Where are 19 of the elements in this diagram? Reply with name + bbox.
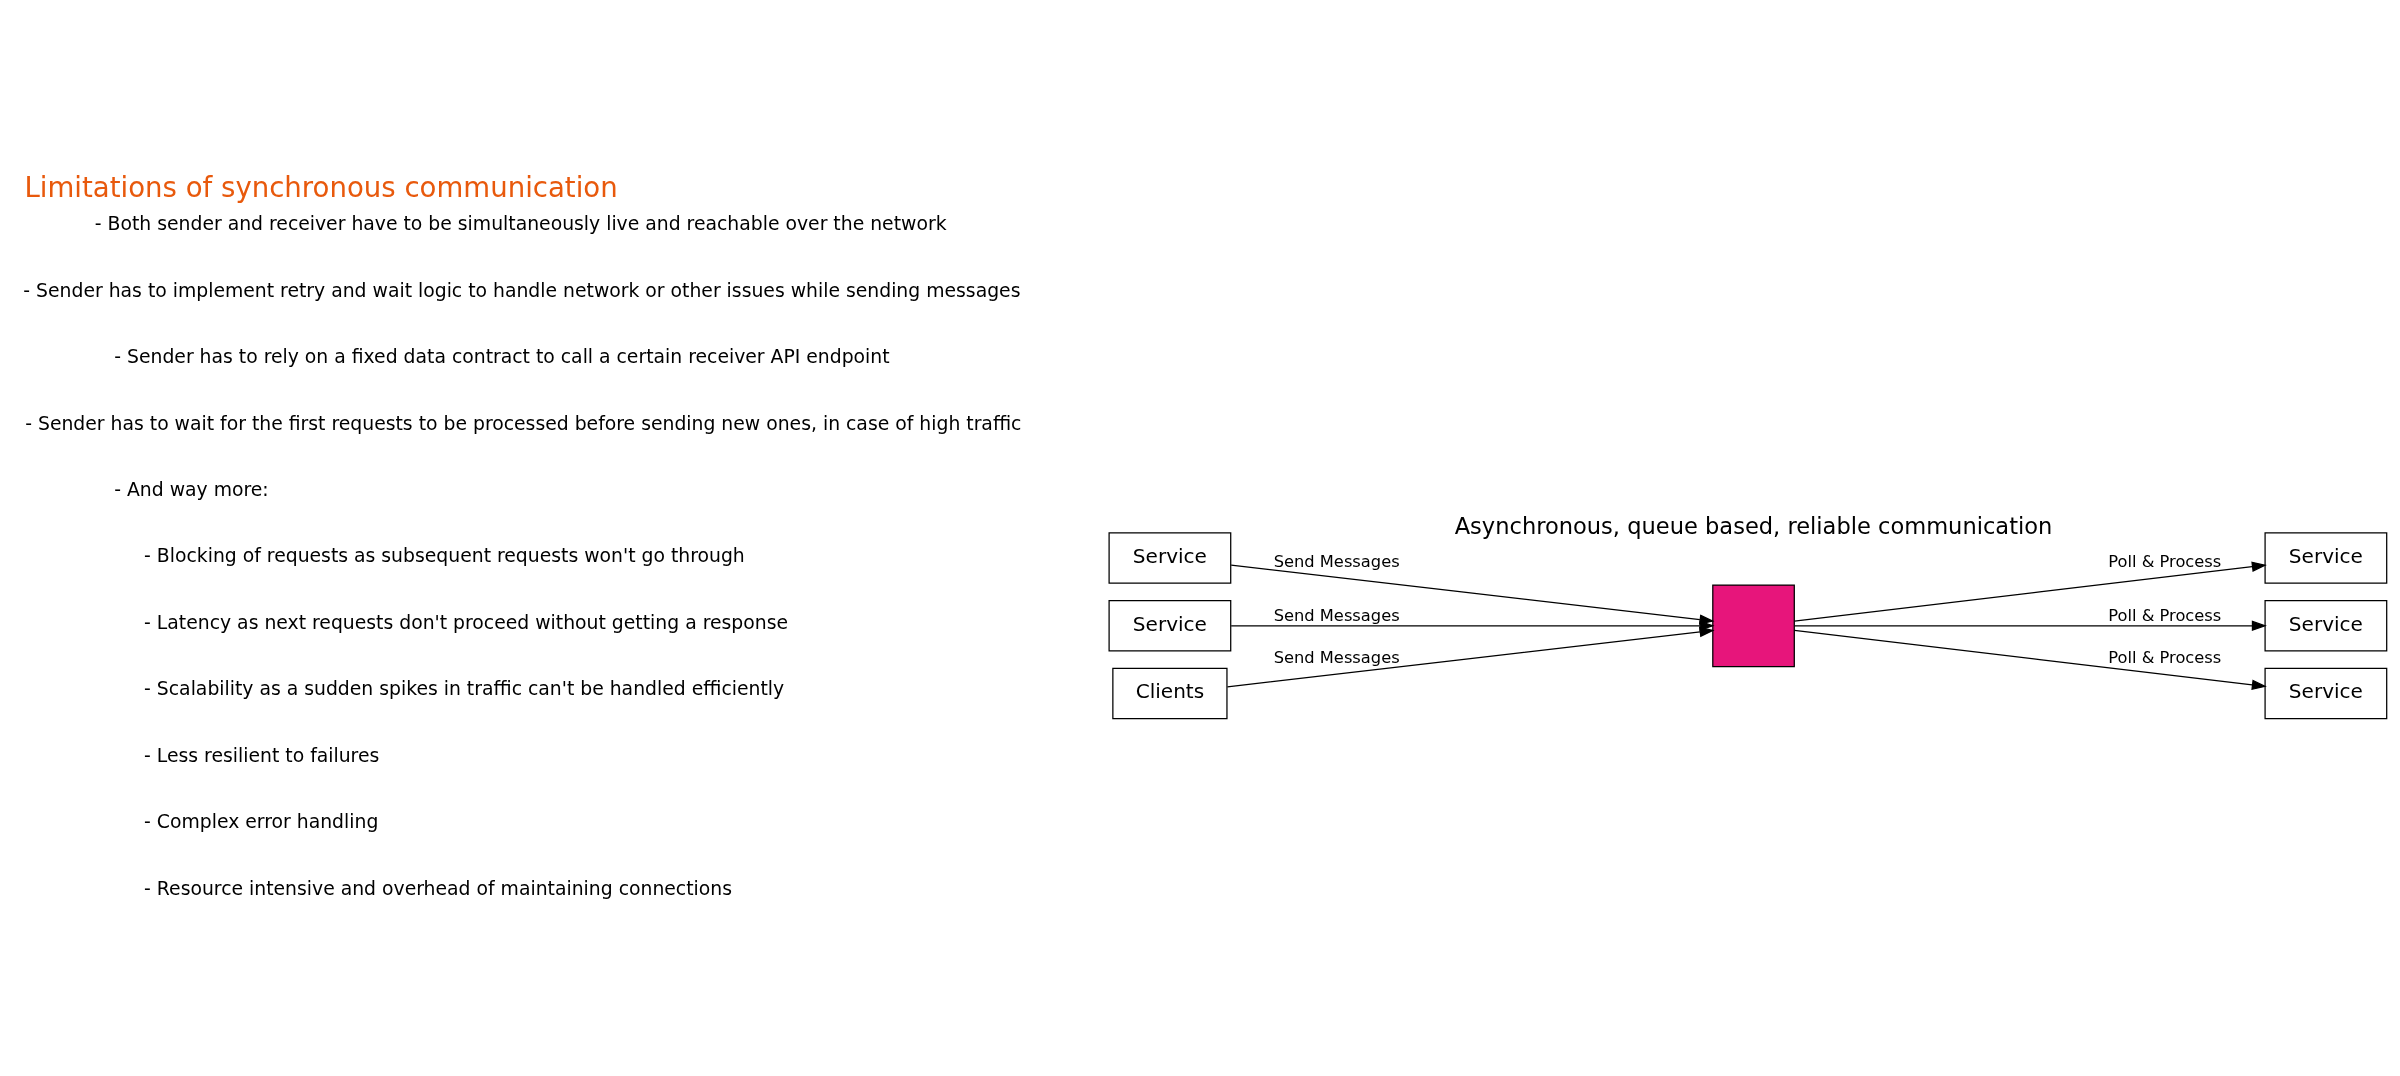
- label: - Sender has to wait for the first requests to be processed before sending new ones, in case of high traffic: [25, 412, 1022, 434]
- edge-label: Poll & Process: [2108, 647, 2222, 667]
- edge-label: Send Messages: [1273, 647, 1400, 667]
- edge-label: Poll & Process: [2108, 606, 2222, 626]
- label: - Scalability as a sudden spikes in traffic can't be handled efficiently: [144, 678, 785, 700]
- label: - Complex error handling: [144, 811, 379, 833]
- label: - Resource intensive and overhead of maintaining connections: [144, 877, 733, 899]
- label: - Less resilient to failures: [144, 744, 380, 766]
- edge-label: Poll & Process: [2108, 552, 2222, 572]
- label: - Both sender and receiver have to be simultaneously live and reachable over the network: [94, 213, 947, 235]
- label: - Blocking of requests as subsequent requests won't go through: [144, 545, 745, 567]
- label: - Latency as next requests don't proceed without getting a response: [144, 611, 789, 633]
- diagram-title: Limitations of synchronous communication: [24, 171, 618, 205]
- label: Asynchronous, queue based, reliable communication: [1454, 512, 2053, 539]
- label: - And way more:: [114, 479, 269, 500]
- label: - Sender has to rely on a fixed data contract to call a certain receiver API endpoint: [114, 346, 890, 368]
- edge-label: Send Messages: [1273, 552, 1400, 572]
- edge-label: Send Messages: [1273, 606, 1400, 626]
- label: - Sender has to implement retry and wait logic to handle network or other issues while sending messages: [23, 279, 1021, 301]
